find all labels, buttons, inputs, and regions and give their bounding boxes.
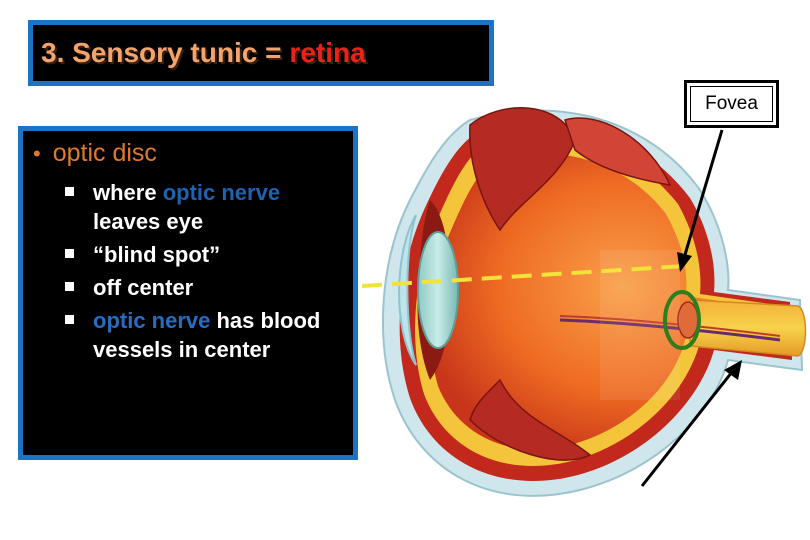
content-panel: • optic disc where optic nerve leaves ey… xyxy=(23,131,353,455)
sub-bullet-highlight: optic nerve xyxy=(93,308,211,333)
title-prefix: 3. Sensory tunic = xyxy=(41,37,282,68)
sub-bullet-item: off center xyxy=(63,273,343,302)
sub-bullet-item: where optic nerve leaves eye xyxy=(63,178,343,236)
slide-title-frame: 3. Sensory tunic = retina xyxy=(28,20,494,86)
bullet-dot-icon: • xyxy=(33,141,41,166)
square-bullet-icon xyxy=(65,187,74,196)
sub-bullet-text: has blood vessels in center xyxy=(93,308,321,362)
square-bullet-icon xyxy=(65,249,74,258)
sub-bullet-text: leaves eye xyxy=(93,209,204,234)
sub-bullet-text: off center xyxy=(93,275,194,300)
content-frame: • optic disc where optic nerve leaves ey… xyxy=(18,126,358,460)
slide-title: 3. Sensory tunic = retina xyxy=(33,25,489,81)
visual-axis-line xyxy=(361,264,687,288)
fovea-label: Fovea xyxy=(690,86,773,122)
fovea-arrow-icon xyxy=(677,129,724,272)
main-bullet-text: optic disc xyxy=(52,139,157,167)
sub-bullet-text: “blind spot” xyxy=(93,242,221,267)
sub-bullet-text: where xyxy=(93,180,163,205)
title-accent: retina xyxy=(289,37,366,68)
sub-bullet-highlight: optic nerve xyxy=(162,180,281,205)
main-bullet: • optic disc xyxy=(33,139,343,168)
sub-bullet-item: optic nerve has blood vessels in center xyxy=(63,306,343,364)
sub-bullet-list: where optic nerve leaves eye “blind spot… xyxy=(33,178,343,364)
optic-nerve-arrow-icon xyxy=(640,360,742,487)
sub-bullet-item: “blind spot” xyxy=(63,240,343,269)
square-bullet-icon xyxy=(65,315,74,324)
square-bullet-icon xyxy=(65,282,74,291)
optic-disc-highlight-ring xyxy=(663,290,701,350)
fovea-label-box: Fovea xyxy=(684,80,779,128)
